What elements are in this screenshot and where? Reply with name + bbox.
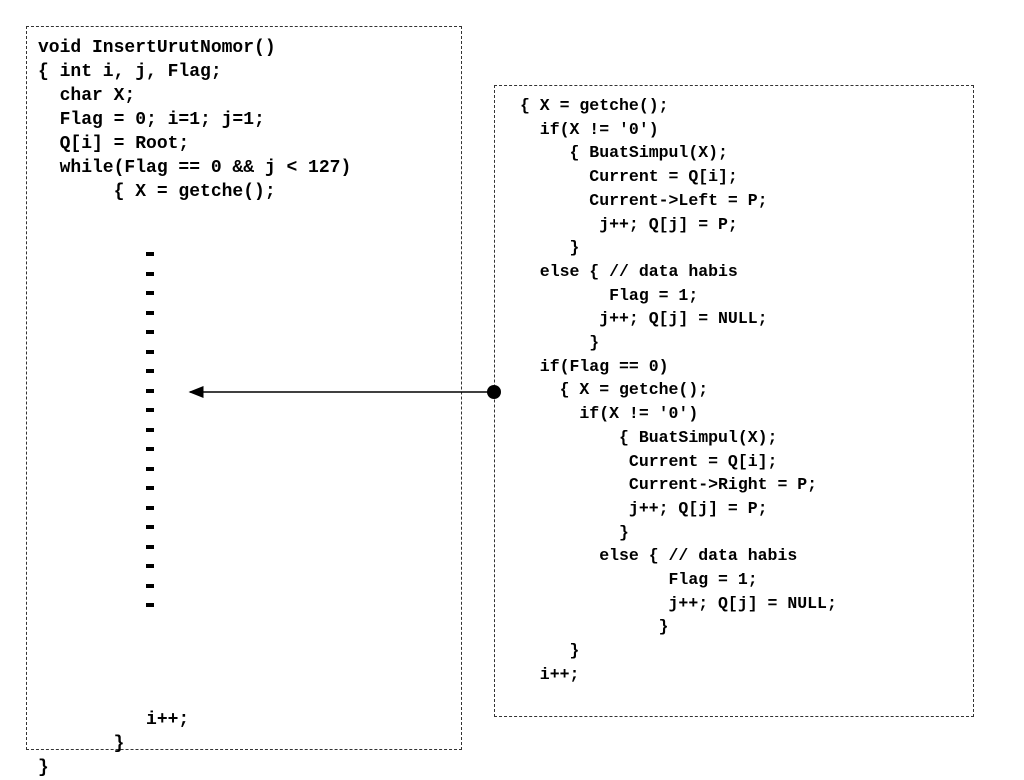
placeholder-dash [146,466,154,471]
placeholder-dash [146,369,154,373]
code-line: i++; [520,664,580,684]
code-line: { X = getche(); [38,182,276,202]
code-line: Current->Left = P; [520,190,768,210]
placeholder-dash [146,544,154,549]
loop-body-box [494,85,974,717]
placeholder-dash [146,486,154,490]
code-line: if(X != '0') [520,404,699,424]
placeholder-dash [146,564,154,568]
code-line: } [520,522,629,542]
code-line: j++; Q[j] = NULL; [520,309,768,329]
placeholder-dash [146,525,154,529]
code-line: } [520,617,669,637]
code-line: else { // data habis [520,546,798,566]
outer-function-code: void InsertUrutNomor() { int i, j, Flag;… [38,36,351,780]
code-line: if(X != '0') [520,119,659,139]
code-line: { X = getche(); [520,96,669,115]
arrow-origin-dot [487,385,501,399]
placeholder-dash [146,310,154,315]
placeholder-dash [146,349,154,354]
code-line: else { // data habis [520,261,738,281]
placeholder-dash [146,252,154,256]
placeholder-dash [146,408,154,412]
placeholder-dash [146,271,154,276]
placeholder-dash [146,427,154,432]
code-line: j++; Q[j] = NULL; [520,593,837,613]
placeholder-dash [146,330,154,334]
placeholder-dash [146,583,154,588]
code-line: while(Flag == 0 && j < 127) [38,158,352,178]
code-line: void InsertUrutNomor() [38,38,276,58]
code-line: } [520,333,600,353]
code-line: { BuatSimpul(X); [520,143,728,163]
placeholder-dash [146,291,154,295]
placeholder-dash [146,388,154,393]
code-line: Flag = 0; i=1; j=1; [38,110,265,130]
code-line: i++; [38,710,190,730]
loop-body-code: { X = getche(); if(X != '0') { BuatSimpu… [520,94,837,687]
code-line: Current = Q[i]; [520,167,738,187]
code-line: if(Flag == 0) [520,356,669,376]
code-line: j++; Q[j] = P; [520,498,768,518]
placeholder-dash [146,603,154,607]
code-line: } [38,734,125,754]
code-line: { int i, j, Flag; [38,62,222,82]
code-line: Flag = 1; [520,285,699,305]
code-line: Current->Right = P; [520,475,818,495]
placeholder-dash [146,447,154,451]
code-line: j++; Q[j] = P; [520,214,738,234]
placeholder-dash [146,505,154,510]
code-line: Flag = 1; [520,570,758,590]
code-line: } [520,641,580,661]
code-line: { BuatSimpul(X); [520,427,778,447]
outer-function-box [26,26,462,750]
code-line: Q[i] = Root; [38,134,190,154]
code-line: { X = getche(); [520,380,709,400]
code-line: Current = Q[i]; [520,451,778,471]
code-line: } [520,238,580,258]
code-line: char X; [38,86,136,106]
